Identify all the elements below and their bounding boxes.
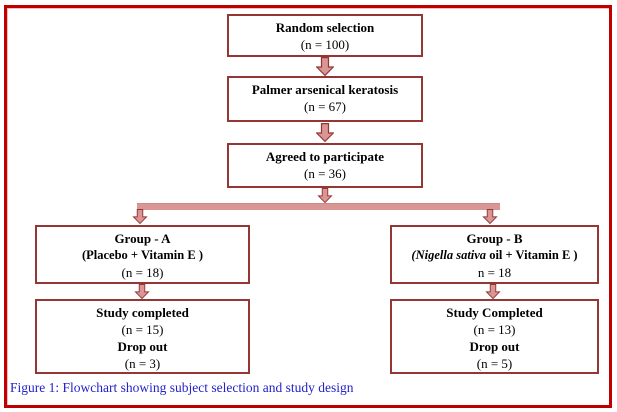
node-count: (n = 67) (304, 99, 346, 114)
node-count: (n = 100) (300, 37, 350, 52)
node-count: n = 18 (477, 265, 512, 280)
node-treatment: (Placebo + Vitamin E ) (81, 248, 203, 262)
node-group-a: Group - A (Placebo + Vitamin E ) (n = 18… (35, 225, 250, 284)
down-arrow-icon (317, 188, 333, 203)
node-count: (n = 13) (473, 322, 516, 337)
down-arrow-icon (316, 123, 334, 142)
node-title: Agreed to participate (265, 149, 385, 164)
down-arrow-icon (316, 57, 334, 76)
down-arrow-icon (134, 284, 150, 299)
node-group-b: Group - B (Nigella sativa oil + Vitamin … (390, 225, 599, 284)
treatment-species-name: (Nigella sativa (411, 248, 487, 262)
node-title: Random selection (275, 20, 375, 35)
figure-caption: Figure 1: Flowchart showing subject sele… (10, 380, 354, 395)
node-title: Palmer arsenical keratosis (251, 82, 399, 97)
node-title: Group - A (114, 231, 171, 246)
node-dropout-label: Drop out (117, 339, 168, 354)
node-dropout-count: (n = 5) (476, 356, 513, 371)
node-treatment: (Nigella sativa oil + Vitamin E ) (392, 247, 597, 264)
down-arrow-icon (482, 209, 498, 224)
branch-connector-bar (137, 203, 500, 210)
node-agreed-to-participate: Agreed to participate (n = 36) (227, 143, 423, 188)
node-palmer-arsenical-keratosis: Palmer arsenical keratosis (n = 67) (227, 76, 423, 122)
treatment-rest: oil + Vitamin E ) (486, 248, 578, 262)
node-count: (n = 18) (121, 265, 164, 280)
node-title: Study completed (96, 305, 189, 320)
figure-border-frame (4, 5, 612, 408)
node-title: Group - B (466, 231, 523, 246)
node-title: Study Completed (446, 305, 543, 320)
node-dropout-label: Drop out (469, 339, 520, 354)
down-arrow-icon (132, 209, 148, 224)
node-study-outcome-b: Study Completed (n = 13) Drop out (n = 5… (390, 299, 599, 374)
down-arrow-icon (485, 284, 501, 299)
node-dropout-count: (n = 3) (124, 356, 161, 371)
node-random-selection: Random selection (n = 100) (227, 14, 423, 57)
node-study-outcome-a: Study completed (n = 15) Drop out (n = 3… (35, 299, 250, 374)
node-count: (n = 36) (304, 166, 346, 181)
node-count: (n = 15) (121, 322, 164, 337)
